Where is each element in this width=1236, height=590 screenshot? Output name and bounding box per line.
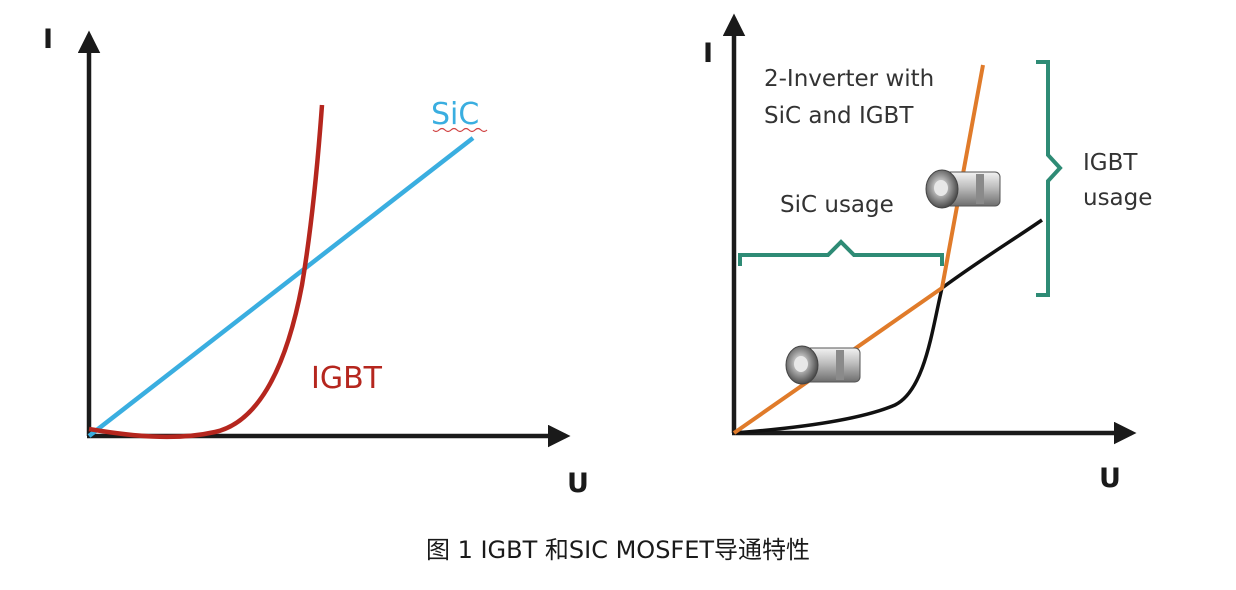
sic-usage-bracket bbox=[738, 239, 944, 266]
inverter-label-line1: 2-Inverter with bbox=[764, 66, 934, 92]
sic-label-underline bbox=[432, 127, 488, 133]
sic-mosfet-module-icon-upper bbox=[925, 169, 1001, 209]
left-y-axis-label: I bbox=[43, 24, 53, 55]
igbt-curve-right bbox=[733, 218, 1043, 435]
left-chart: I U SiC IGBT bbox=[43, 24, 589, 499]
igbt-usage-line2: usage bbox=[1083, 185, 1152, 211]
figure-caption: 图 1 IGBT 和SIC MOSFET导通特性 bbox=[425, 536, 811, 564]
sic-mosfet-module-icon-lower bbox=[785, 345, 861, 385]
right-chart: I U 2-Inverter with SiC and IGBT SiC usa… bbox=[703, 13, 1152, 494]
right-y-axis-label: I bbox=[703, 38, 713, 69]
left-x-axis-label: U bbox=[567, 468, 589, 499]
igbt-usage-line1: IGBT bbox=[1083, 150, 1138, 176]
sic-label: SiC bbox=[431, 97, 479, 132]
igbt-usage-bracket bbox=[1036, 60, 1063, 297]
right-x-axis-label: U bbox=[1099, 463, 1121, 494]
sic-line bbox=[87, 136, 475, 438]
igbt-curve bbox=[88, 104, 325, 440]
igbt-label: IGBT bbox=[311, 361, 383, 396]
sic-usage-label: SiC usage bbox=[780, 192, 894, 218]
inverter-label-line2: SiC and IGBT bbox=[764, 103, 914, 129]
combined-inverter-curve bbox=[732, 64, 985, 435]
